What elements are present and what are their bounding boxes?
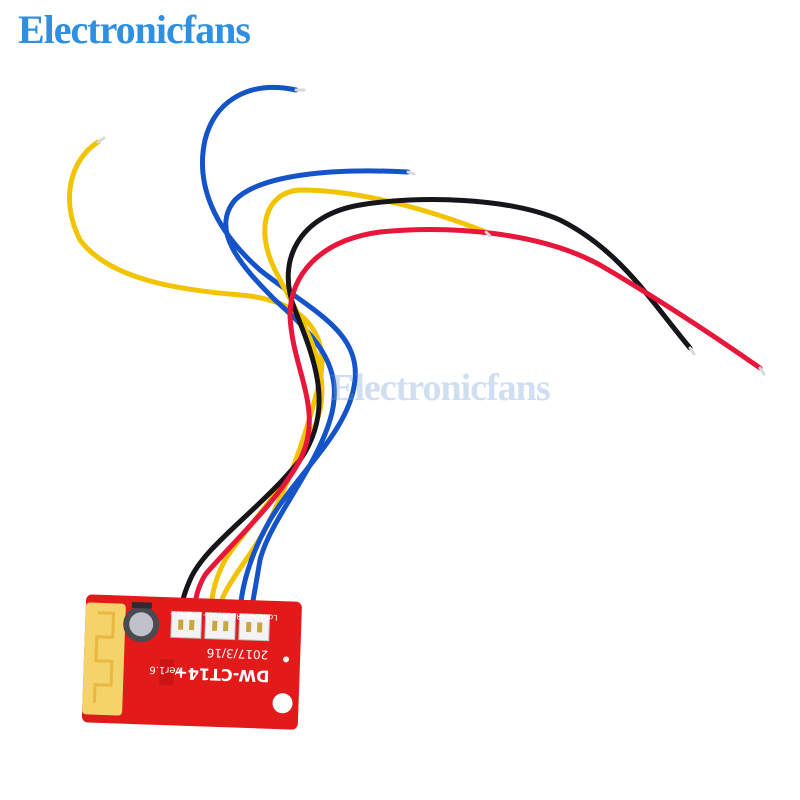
watermark: Electronicfans — [330, 367, 551, 409]
board-version: Ver1.6 — [149, 664, 182, 676]
label-lout-plus: Lout+ — [239, 612, 263, 622]
board-date: 2017/3/16 — [206, 646, 268, 662]
label-rout-plus: Rout+ — [202, 610, 227, 620]
antenna-area — [82, 602, 126, 716]
label-lout-minus: Lout- — [257, 612, 278, 622]
connector-lout — [238, 613, 271, 642]
wire-yellow-left — [67, 139, 325, 618]
label-bat-minus: BAT- — [184, 610, 202, 620]
wire-yellow-mid — [208, 187, 489, 623]
connector-bat — [170, 610, 203, 639]
label-bat-plus: BAT+ — [170, 609, 192, 619]
wire-red — [191, 227, 763, 623]
wire-tips — [96, 88, 766, 376]
mounting-hole — [272, 693, 293, 714]
pcb-board: BAT+ BAT- Rout+ Rout- Lout+ Lout- 2017/3… — [81, 594, 302, 730]
brand-logo: Electronicfans — [18, 7, 251, 52]
label-rout-minus: Rout- — [220, 611, 242, 621]
board-model: DW-CT14+ — [174, 663, 270, 685]
wire-blue-top — [199, 84, 358, 621]
wire-black — [177, 197, 693, 623]
connector-rout — [204, 612, 237, 641]
